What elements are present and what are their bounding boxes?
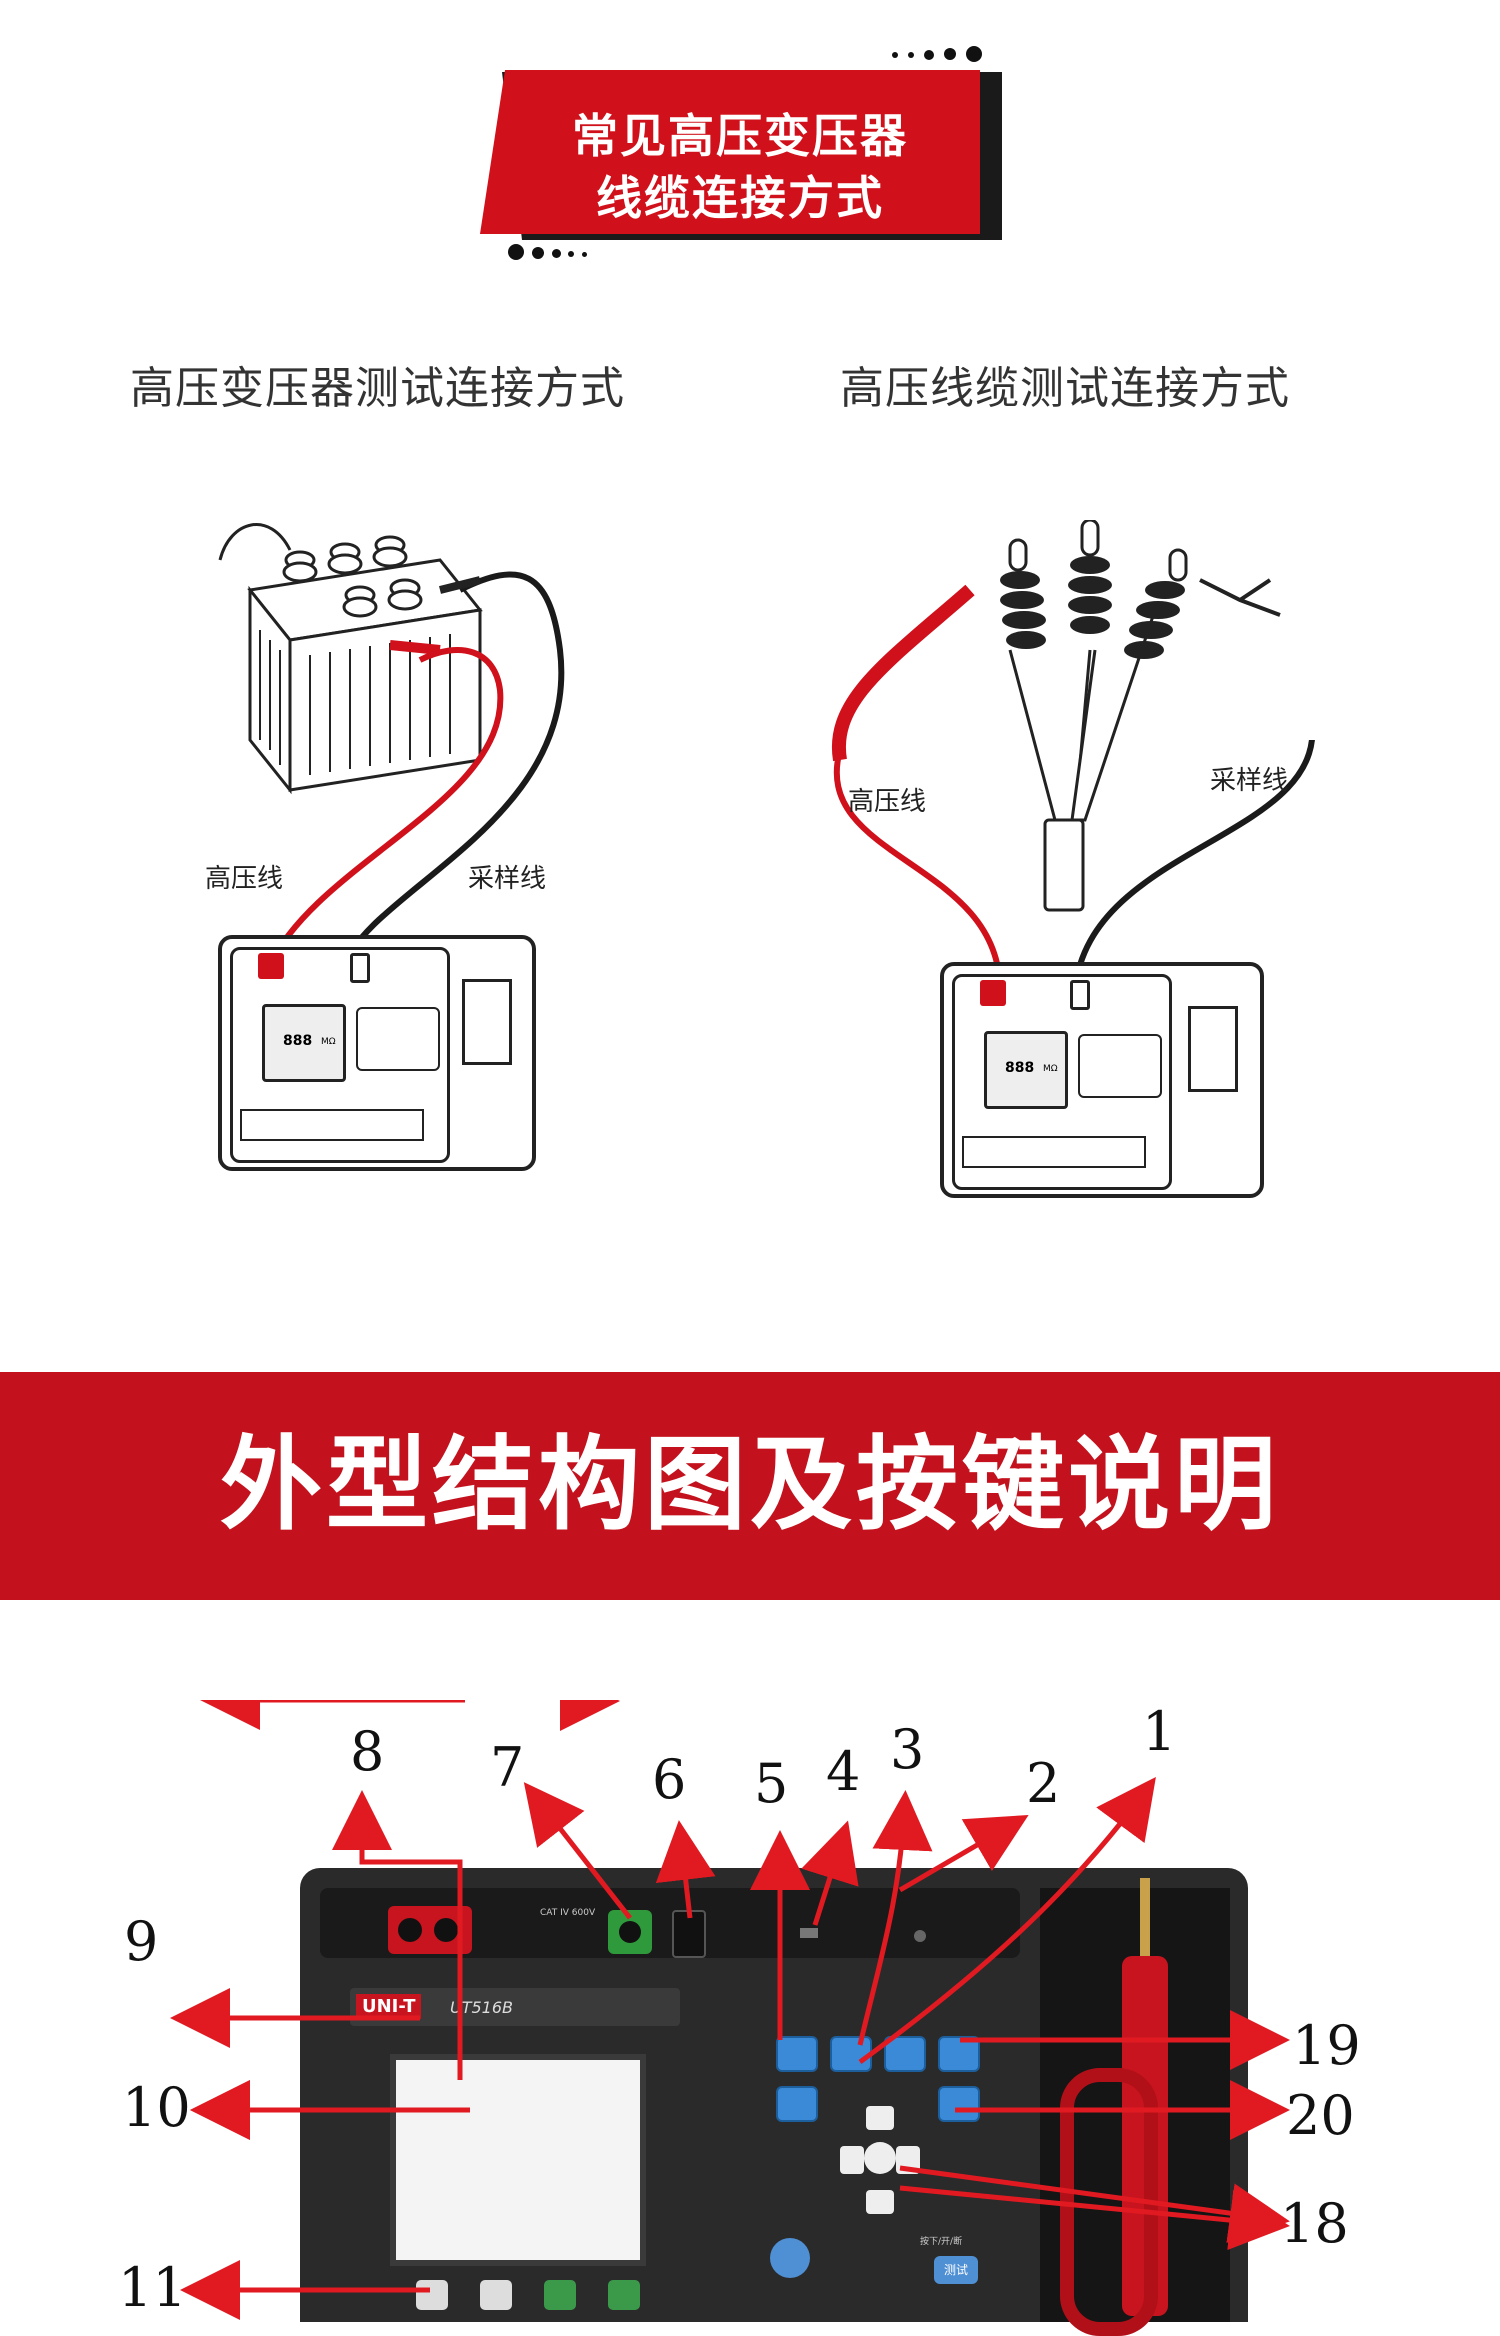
left-sample-jack (350, 953, 370, 983)
badge-line-1: 常见高压变压器 (572, 109, 908, 163)
callout-arrows-lower (180, 2080, 1290, 2320)
right-sample-jack (1070, 980, 1090, 1010)
cable-illustration (831, 520, 1281, 912)
right-display-unit: MΩ (1043, 1064, 1058, 1074)
key-side[interactable] (776, 2086, 818, 2122)
callout-10: 10 (122, 2076, 191, 2139)
lcd-display (390, 2054, 646, 2266)
callout-2: 2 (1026, 1752, 1061, 1815)
callout-11: 11 (118, 2256, 187, 2319)
decor-dot (552, 249, 561, 258)
left-sample-label: 采样线 (468, 864, 547, 894)
callout-9: 9 (124, 1910, 159, 1973)
power-jack (914, 1930, 926, 1942)
softkey-3[interactable] (544, 2280, 576, 2310)
section-banner (0, 1372, 1500, 1600)
cat-rating: CAT IV 600V (540, 1908, 596, 1918)
key-4[interactable] (830, 2036, 872, 2072)
left-panel-title: 高压变压器测试连接方式 (130, 363, 625, 414)
decor-dot (944, 48, 956, 60)
callout-5: 5 (754, 1752, 789, 1815)
right-hv-jack (980, 980, 1006, 1006)
brand-logo: UNI-T (356, 1994, 422, 2019)
key-5[interactable] (776, 2036, 818, 2072)
decor-dot (582, 252, 587, 257)
title-badge: 常见高压变压器 线缆连接方式 (472, 42, 1032, 272)
callout-4: 4 (826, 1740, 861, 1803)
callout-20: 20 (1286, 2084, 1355, 2147)
left-meter: 888 MΩ (218, 935, 536, 1171)
left-cables (267, 571, 565, 967)
right-meter: 888 MΩ (940, 962, 1264, 1198)
decor-dot (908, 52, 914, 58)
callout-18: 18 (1280, 2192, 1349, 2255)
power-button[interactable] (770, 2238, 810, 2278)
left-hv-jack (258, 953, 284, 979)
probe-tip (1140, 1878, 1150, 1958)
right-cables (834, 740, 1315, 991)
badge-line-2: 线缆连接方式 (596, 171, 884, 225)
softkey-4[interactable] (608, 2280, 640, 2310)
softkey-1[interactable] (416, 2280, 448, 2310)
right-sample-label: 采样线 (1210, 766, 1289, 796)
decor-dot (568, 251, 574, 257)
callout-7: 7 (490, 1736, 525, 1799)
callout-1: 1 (1142, 1700, 1177, 1763)
right-panel-title: 高压线缆测试连接方式 (840, 363, 1290, 414)
left-display-unit: MΩ (321, 1037, 336, 1047)
right-hv-label: 高压线 (848, 787, 927, 817)
callout-19: 19 (1292, 2014, 1361, 2077)
callout-3: 3 (890, 1718, 925, 1781)
softkey-2[interactable] (480, 2280, 512, 2310)
decor-dot (966, 46, 982, 62)
key-20[interactable] (938, 2086, 980, 2122)
callout-8: 8 (350, 1720, 385, 1783)
callout-6: 6 (652, 1748, 687, 1811)
test-button[interactable]: 测试 (934, 2256, 978, 2284)
decor-dot (892, 52, 898, 58)
left-display-value: 888 (283, 1033, 313, 1049)
test-key-hint: 按下/开/断 (920, 2237, 963, 2247)
section-banner-title: 外型结构图及按键说明 (220, 1426, 1280, 1545)
usb-port (800, 1928, 818, 1938)
right-display-value: 888 (1005, 1060, 1035, 1076)
device-body: CAT IV 600V UNI-T UT516B 测试 按下/开/断 (300, 1868, 1248, 2336)
decor-dot (532, 247, 544, 259)
left-hv-label: 高压线 (205, 864, 284, 894)
badge-box: 常见高压变压器 线缆连接方式 (480, 70, 980, 234)
decor-dot (508, 244, 524, 260)
decor-dot (924, 50, 934, 60)
model-label: UT516B (450, 1998, 513, 2017)
